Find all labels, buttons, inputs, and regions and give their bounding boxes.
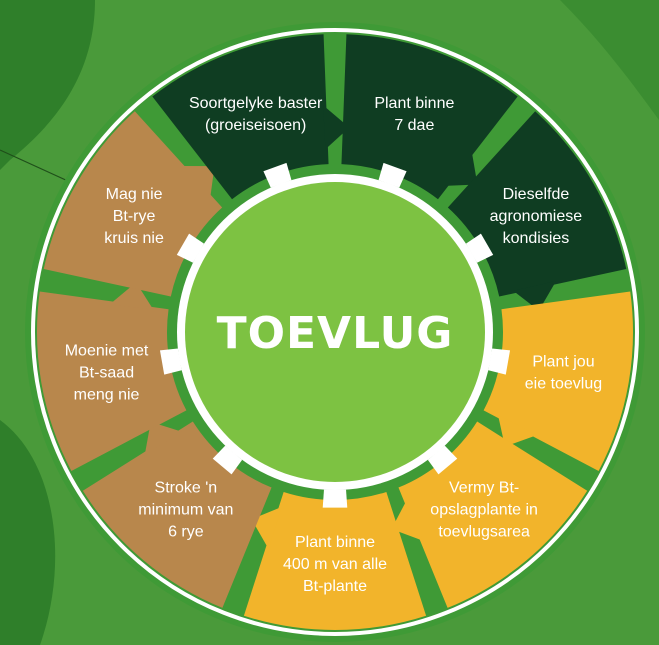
connector-tab-8 <box>176 233 205 263</box>
segment-arrow-7 <box>109 282 154 310</box>
connector-tab-6 <box>212 445 243 475</box>
segment-label-line: 7 dae <box>394 117 434 134</box>
segment-7 <box>36 291 187 471</box>
segment-label-line: Bt-saad <box>79 364 134 381</box>
segment-label-1: Plant binne 7 dae <box>374 95 454 134</box>
segment-label-line: Plant binne <box>295 534 375 551</box>
leaf-top-right <box>560 0 659 120</box>
segment-8 <box>43 111 223 297</box>
segment-label-line: minimum van <box>138 502 233 519</box>
segment-label-line: Bt-rye <box>113 208 156 225</box>
segment-label-line: meng nie <box>74 386 140 403</box>
leaf-bottom-left <box>0 420 56 645</box>
segment-label-line: 6 rye <box>168 524 204 541</box>
connector-tab-2 <box>465 233 494 263</box>
segment-label-line: Moenie met <box>65 342 149 359</box>
connectors-group <box>159 162 511 508</box>
segment-label-line: kruis nie <box>104 230 164 247</box>
segment-arrow-3 <box>498 415 538 447</box>
segment-arrow-1 <box>445 150 478 186</box>
segment-label-line: Vermy Bt- <box>449 480 519 497</box>
connector-tab-3 <box>488 348 511 375</box>
segment-label-9: Soortgelyke baster (groeiseisoen) <box>189 95 323 134</box>
segment-label-line: kondisies <box>503 230 570 247</box>
segment-2 <box>447 111 627 297</box>
segment-arrow-9 <box>323 105 350 150</box>
segment-label-line: Dieselfde <box>503 186 570 203</box>
segment-3 <box>483 291 633 471</box>
segment-label-line: eie toevlug <box>525 375 602 392</box>
segment-5 <box>243 491 427 630</box>
segment-label-line: (groeiseisoen) <box>205 117 306 134</box>
segment-label-line: Stroke 'n <box>155 480 218 497</box>
segment-arrow-4 <box>391 500 424 541</box>
segment-arrow-2 <box>513 280 557 311</box>
center-title: TOEVLUG <box>217 308 454 359</box>
segment-arrow-8 <box>180 165 215 199</box>
segment-label-line: Soortgelyke baster <box>189 95 323 112</box>
segment-label-2: Dieselfde agronomiese kondisies <box>490 186 583 247</box>
connector-tab-9 <box>263 162 292 188</box>
segment-label-line: Bt-plante <box>303 578 367 595</box>
center-circle <box>185 182 485 482</box>
connector-tab-7 <box>159 348 182 375</box>
segment-label-line: Plant binne <box>374 95 454 112</box>
segment-label-line: 400 m van alle <box>283 556 387 573</box>
segment-label-4: Vermy Bt-opslagplante in toevlugsarea <box>430 480 538 541</box>
segment-label-line: Plant jou <box>532 353 594 370</box>
connector-tab-4 <box>427 445 458 475</box>
segment-label-line: agronomiese <box>490 208 583 225</box>
segment-label-3: Plant jou eie toevlug <box>525 353 602 392</box>
segment-label-line: opslagplante in <box>430 502 538 519</box>
connector-tab-1 <box>378 162 407 188</box>
segment-label-6: Stroke 'n minimum van 6 rye <box>138 480 233 541</box>
segment-1 <box>341 34 518 200</box>
leaf-top-left <box>0 0 95 170</box>
segment-arrow-6 <box>144 421 182 456</box>
segment-label-line: Mag nie <box>106 186 163 203</box>
segment-label-line: toevlugsarea <box>438 524 530 541</box>
outer-outline <box>31 28 639 636</box>
segment-9 <box>152 34 329 200</box>
connector-tab-5 <box>322 489 348 508</box>
